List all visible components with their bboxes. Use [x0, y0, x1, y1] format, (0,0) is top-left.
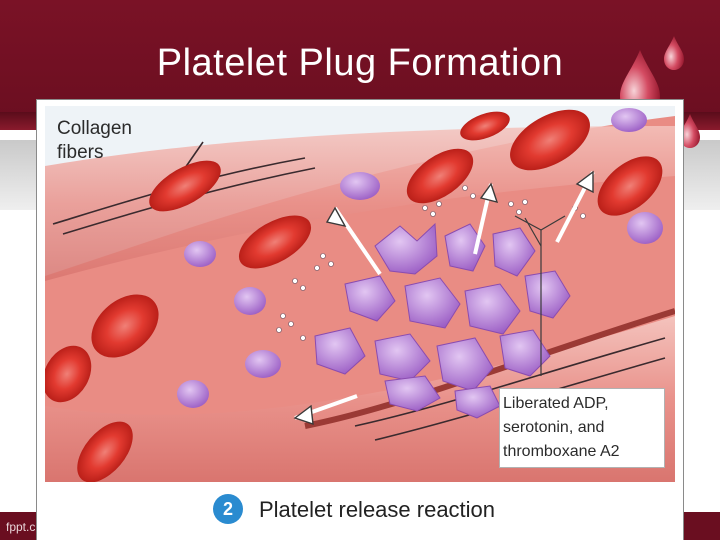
callout-line-2: serotonin, and: [503, 419, 605, 436]
step-number-badge: 2: [213, 494, 243, 524]
collagen-label-line1: Collagen: [57, 118, 132, 139]
callout-line-3: thromboxane A2: [503, 443, 620, 460]
release-arrows: [293, 170, 595, 426]
release-lines: [514, 215, 566, 376]
platelets-unactivated: [177, 108, 663, 408]
figure-caption: Platelet release reaction: [259, 497, 496, 522]
slide-title: Platelet Plug Formation: [156, 42, 564, 84]
callout-box: [499, 388, 665, 468]
callout-line-1: Liberated ADP,: [503, 395, 609, 412]
figure-panel: Collagen fibers Liberated ADP, serotonin…: [37, 100, 683, 540]
activated-platelet-aggregate: [314, 222, 571, 419]
footer-text: fppt.c: [6, 520, 36, 534]
collagen-label-line2: fibers: [57, 142, 104, 163]
released-granules: [276, 185, 586, 341]
red-blood-cells: [45, 109, 663, 482]
